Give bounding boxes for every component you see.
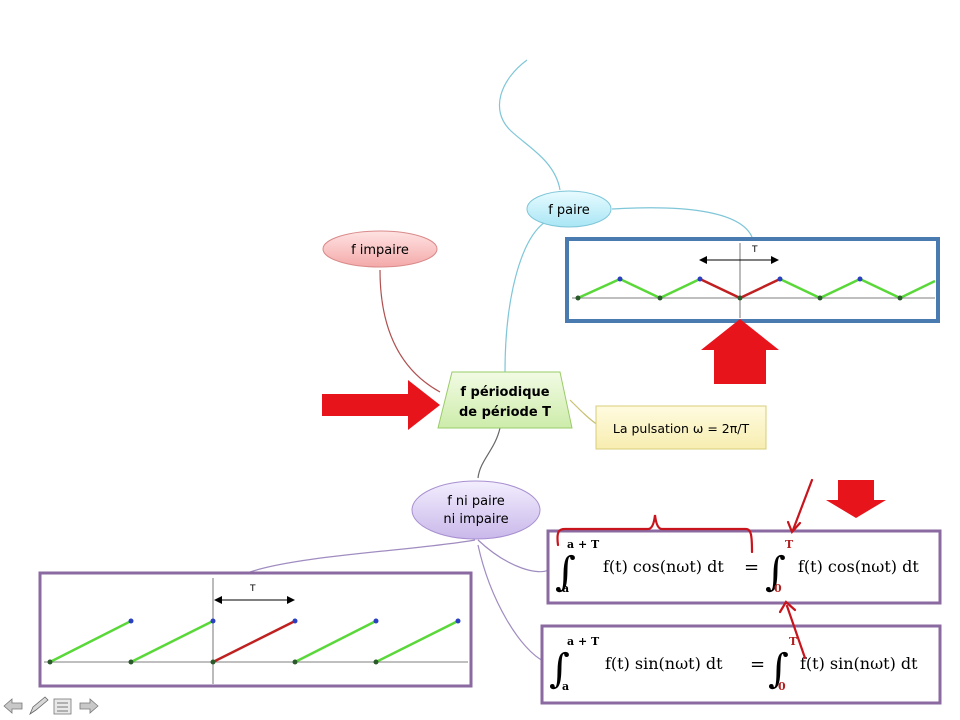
sawtooth-period-label: T xyxy=(249,584,256,594)
pulsation-text: La pulsation ω = 2π/T xyxy=(613,421,750,436)
sin-integral-sign-right: ∫ xyxy=(768,646,789,692)
cos-integral-sign-left: ∫ xyxy=(555,549,576,595)
sin-formula: ∫ a + T a f(t) sin(nωt) dt = ∫ T 0 f(t) … xyxy=(540,624,942,705)
arrow-right-icon[interactable] xyxy=(79,698,99,714)
toolbar xyxy=(3,696,99,716)
odd-node[interactable]: f impaire xyxy=(322,230,438,268)
connector-sawtooth xyxy=(249,539,476,573)
cos-lower-right: 0 xyxy=(774,582,782,595)
neither-node-line1: f ni paire xyxy=(447,494,505,509)
even-signal-left xyxy=(577,277,701,300)
sin-integrand-left: f(t) sin(nωt) dt xyxy=(605,654,723,673)
cos-upper-right: T xyxy=(785,538,794,551)
cos-upper-left: a + T xyxy=(567,538,600,551)
sawtooth-points xyxy=(47,618,461,665)
connector-cos xyxy=(477,539,549,573)
red-arrow-up xyxy=(701,319,779,384)
cos-lower-left: a xyxy=(562,582,569,595)
connector-top xyxy=(498,59,561,191)
annotations xyxy=(322,319,886,518)
red-arrowhead-lower xyxy=(778,600,797,614)
sin-lower-right: 0 xyxy=(778,680,786,693)
periodic-node-line1: f périodique xyxy=(460,385,549,400)
neither-node-line2: ni impaire xyxy=(443,512,508,527)
sin-upper-right: T xyxy=(789,635,798,648)
hand-annotations xyxy=(556,478,814,660)
red-arrow-down xyxy=(826,480,886,518)
sin-integral-sign-left: ∫ xyxy=(549,646,570,692)
connector-sin xyxy=(477,544,546,663)
connector-even xyxy=(504,221,546,373)
pulsation-note[interactable]: La pulsation ω = 2π/T xyxy=(595,405,767,450)
cos-integrand-right: f(t) cos(nωt) dt xyxy=(798,557,919,576)
red-brace xyxy=(556,514,754,554)
even-node[interactable]: f paire xyxy=(526,190,612,228)
sin-lower-left: a xyxy=(562,680,569,693)
neither-node[interactable]: f ni paire ni impaire xyxy=(411,480,541,540)
even-node-label: f paire xyxy=(548,203,590,218)
sin-upper-left: a + T xyxy=(567,635,600,648)
connectors xyxy=(249,59,753,663)
red-arrow-right xyxy=(322,380,440,430)
periodic-node[interactable]: f périodique de période T xyxy=(437,371,573,429)
pen-icon[interactable] xyxy=(29,696,49,716)
periodic-node-line2: de période T xyxy=(459,405,551,420)
red-arrowhead-upper xyxy=(786,520,802,535)
connector-even-graph xyxy=(611,207,753,238)
even-period-label: T xyxy=(751,245,758,255)
sin-equals: = xyxy=(750,654,765,675)
cos-integral-sign-right: ∫ xyxy=(765,549,786,595)
sawtooth-period-segment xyxy=(212,619,296,664)
even-function-graph: T xyxy=(565,237,940,323)
even-graph-points xyxy=(575,276,903,301)
odd-node-label: f impaire xyxy=(351,243,409,258)
connector-pulsation xyxy=(569,399,599,426)
cos-integrand-left: f(t) cos(nωt) dt xyxy=(603,557,724,576)
sin-integrand-right: f(t) sin(nωt) dt xyxy=(800,654,918,673)
connector-odd xyxy=(379,269,441,393)
cos-formula: ∫ a + T a f(t) cos(nωt) dt = ∫ T 0 f(t) … xyxy=(546,529,942,605)
menu-icon[interactable] xyxy=(53,698,72,715)
arrow-left-icon[interactable] xyxy=(3,698,23,714)
cos-equals: = xyxy=(744,557,759,578)
connector-neither xyxy=(477,427,501,479)
red-stroke-upper xyxy=(791,478,814,532)
sawtooth-graph: T xyxy=(38,571,473,688)
red-stroke-lower xyxy=(785,604,807,660)
